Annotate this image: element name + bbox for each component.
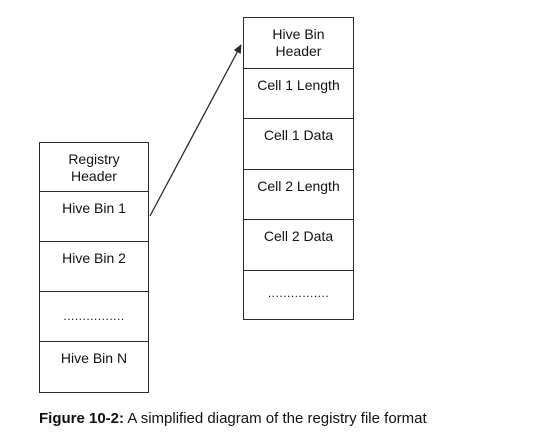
figure-label: Figure 10-2: [39,410,125,427]
cell-1-data-cell: Cell 1 Data [244,119,353,170]
hive-bin-1-cell: Hive Bin 1 [40,192,148,242]
hive-bin-2-label: Hive Bin 2 [62,250,126,266]
cell-2-length-label: Cell 2 Length [257,177,340,194]
cell-1-data-label: Cell 1 Data [263,127,334,143]
registry-ellipsis-label: ................ [63,309,125,323]
cell-2-data-cell: Cell 2 Data [244,220,353,271]
registry-header-label: Registry Header [68,151,120,184]
cell-2-length-cell: Cell 2 Length [244,170,353,220]
arrow-line [149,44,242,217]
hive-bin-1-label: Hive Bin 1 [62,200,126,216]
registry-file-stack: Registry Header Hive Bin 1 Hive Bin 2 ..… [39,142,149,393]
hive-bin-2-cell: Hive Bin 2 [40,242,148,292]
hive-bin-ellipsis-cell: ................ [244,271,353,322]
hive-bin-ellipsis-label: ................ [267,285,330,300]
hive-bin-header-label: Hive Bin Header [272,26,325,59]
figure-caption-text: A simplified diagram of the registry fil… [127,410,427,427]
hive-bin-header-cell: Hive Bin Header [244,18,353,69]
registry-ellipsis-cell: ................ [40,292,148,342]
cell-2-data-label: Cell 2 Data [263,228,334,244]
hive-bin-stack: Hive Bin Header Cell 1 Length Cell 1 Dat… [243,17,354,320]
cell-1-length-label: Cell 1 Length [257,76,340,93]
cell-1-length-cell: Cell 1 Length [244,69,353,119]
registry-header-cell: Registry Header [40,143,148,192]
figure-caption: Figure 10-2: A simplified diagram of the… [39,410,427,427]
hive-bin-n-cell: Hive Bin N [40,342,148,392]
hive-bin-n-label: Hive Bin N [60,350,128,366]
